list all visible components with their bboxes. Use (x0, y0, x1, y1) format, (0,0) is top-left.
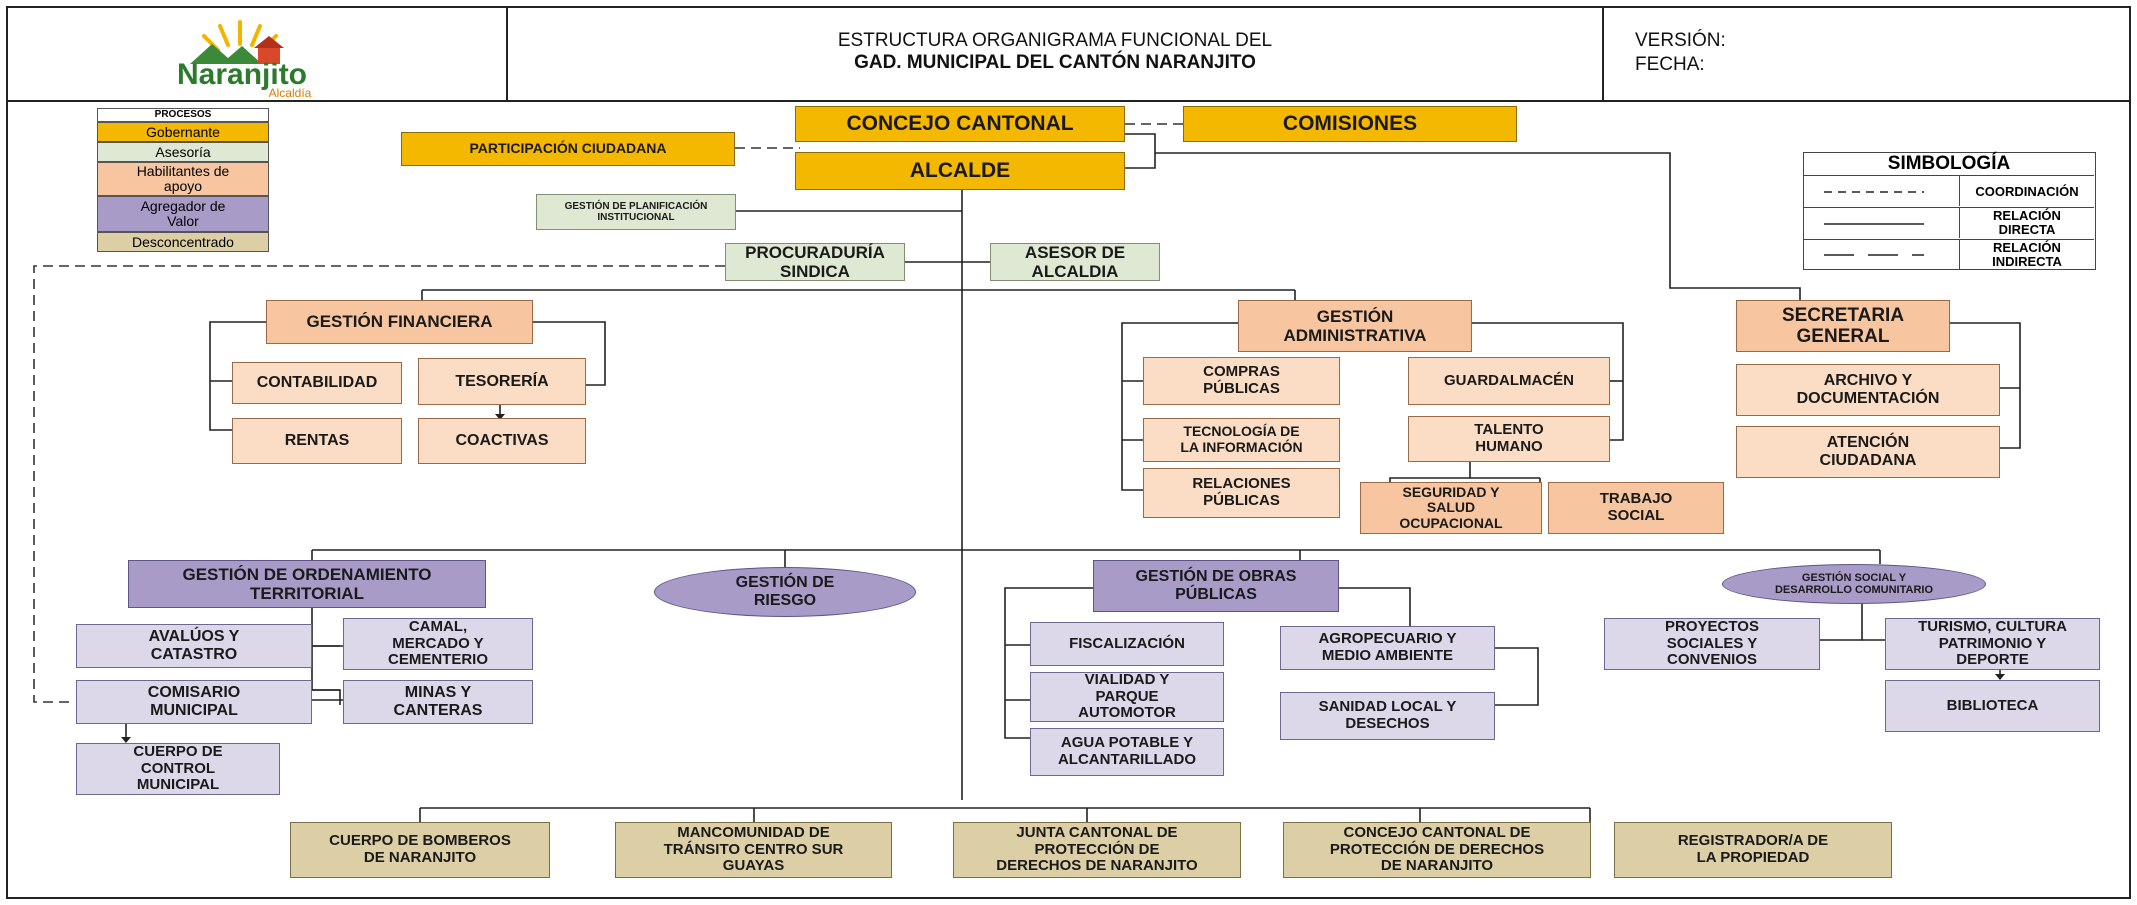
title-line1: ESTRUCTURA ORGANIGRAMA FUNCIONAL DEL (837, 30, 1273, 51)
node-proyectos-sociales-convenios: PROYECTOS SOCIALES Y CONVENIOS (1604, 618, 1820, 670)
version-label: VERSIÓN: (1635, 30, 1726, 51)
legend-gobernante: Gobernante (97, 122, 269, 142)
legend-title: PROCESOS (97, 108, 269, 122)
node-seguridad-salud-ocupacional: SEGURIDAD Y SALUD OCUPACIONAL (1360, 482, 1542, 534)
node-cuerpo-bomberos: CUERPO DE BOMBEROS DE NARANJITO (290, 822, 550, 878)
node-procuraduria-sindica: PROCURADURÍA SINDICA (725, 243, 905, 281)
node-participacion-ciudadana: PARTICIPACIÓN CIUDADANA (401, 132, 735, 166)
symbology-box: SIMBOLOGÍA COORDINACIÓN RELACIÓN DIRECTA… (1803, 152, 2096, 270)
node-vialidad-parque-automotor: VIALIDAD Y PARQUE AUTOMOTOR (1030, 671, 1224, 722)
node-cuerpo-control-municipal: CUERPO DE CONTROL MUNICIPAL (76, 743, 280, 795)
legend-asesoria: Asesoría (97, 142, 269, 162)
title-line2: GAD. MUNICIPAL DEL CANTÓN NARANJITO (854, 52, 1256, 73)
node-archivo-documentacion: ARCHIVO Y DOCUMENTACIÓN (1736, 364, 2000, 416)
document-frame (6, 6, 2131, 899)
logo-sun-icon (190, 20, 284, 64)
node-rentas: RENTAS (232, 418, 402, 464)
symbology-title: SIMBOLOGÍA (1887, 153, 2011, 174)
node-relaciones-publicas: RELACIONES PÚBLICAS (1143, 468, 1340, 518)
node-contabilidad: CONTABILIDAD (232, 362, 402, 404)
node-gestion-riesgo: GESTIÓN DE RIESGO (654, 567, 916, 617)
node-minas-canteras: MINAS Y CANTERAS (343, 680, 533, 724)
node-gestion-social-desarrollo: GESTIÓN SOCIAL Y DESARROLLO COMUNITARIO (1722, 564, 1986, 604)
header-divider-left (506, 6, 508, 101)
logo-text: Naranjito (176, 58, 308, 91)
node-mancomunidad-transito: MANCOMUNIDAD DE TRÁNSITO CENTRO SUR GUAY… (615, 822, 892, 878)
node-tecnologia-informacion: TECNOLOGÍA DE LA INFORMACIÓN (1143, 418, 1340, 462)
node-planificacion-institucional: GESTIÓN DE PLANIFICACIÓN INSTITUCIONAL (536, 194, 736, 230)
node-agua-potable-alcantarillado: AGUA POTABLE Y ALCANTARILLADO (1030, 728, 1224, 776)
symbology-row-indirect: RELACIÓN INDIRECTA (1804, 239, 2094, 270)
node-agropecuario-medio-ambiente: AGROPECUARIO Y MEDIO AMBIENTE (1280, 626, 1495, 670)
node-guardalmacen: GUARDALMACÉN (1408, 357, 1610, 405)
legend-agregador: Agregador de Valor (97, 196, 269, 232)
node-registrador-propiedad: REGISTRADOR/A DE LA PROPIEDAD (1614, 822, 1892, 878)
node-gestion-obras-publicas: GESTIÓN DE OBRAS PÚBLICAS (1093, 560, 1339, 612)
node-comisario-municipal: COMISARIO MUNICIPAL (76, 680, 312, 724)
node-avaluos-catastro: AVALÚOS Y CATASTRO (76, 624, 312, 668)
legend-desconcentrado: Desconcentrado (97, 232, 269, 252)
node-gestion-administrativa: GESTIÓN ADMINISTRATIVA (1238, 300, 1472, 352)
legend-habilitantes: Habilitantes de apoyo (97, 162, 269, 196)
logo: Naranjito Alcaldía (150, 14, 330, 100)
node-turismo-cultura-patrimonio: TURISMO, CULTURA PATRIMONIO Y DEPORTE (1885, 618, 2100, 670)
logo-subtext: Alcaldía (268, 86, 312, 100)
node-concejo-cantonal-proteccion: CONCEJO CANTONAL DE PROTECCIÓN DE DERECH… (1283, 822, 1591, 878)
node-sanidad-local-desechos: SANIDAD LOCAL Y DESECHOS (1280, 692, 1495, 740)
symbology-row-direct: RELACIÓN DIRECTA (1804, 207, 2094, 239)
node-gestion-financiera: GESTIÓN FINANCIERA (266, 300, 533, 344)
symbology-row-coordination: COORDINACIÓN (1804, 175, 2094, 207)
node-comisiones: COMISIONES (1183, 106, 1517, 142)
node-fiscalizacion: FISCALIZACIÓN (1030, 622, 1224, 666)
header-divider-right (1602, 6, 1604, 101)
node-camal-mercado-cementerio: CAMAL, MERCADO Y CEMENTERIO (343, 618, 533, 670)
node-atencion-ciudadana: ATENCIÓN CIUDADANA (1736, 426, 2000, 478)
node-alcalde: ALCALDE (795, 152, 1125, 190)
node-concejo-cantonal: CONCEJO CANTONAL (795, 106, 1125, 142)
node-secretaria-general: SECRETARIA GENERAL (1736, 300, 1950, 352)
node-junta-cantonal-proteccion: JUNTA CANTONAL DE PROTECCIÓN DE DERECHOS… (953, 822, 1241, 878)
node-ordenamiento-territorial: GESTIÓN DE ORDENAMIENTO TERRITORIAL (128, 560, 486, 608)
node-tesoreria: TESORERÍA (418, 358, 586, 405)
node-coactivas: COACTIVAS (418, 418, 586, 464)
node-asesor-alcaldia: ASESOR DE ALCALDIA (990, 243, 1160, 281)
fecha-label: FECHA: (1635, 54, 1705, 75)
node-trabajo-social: TRABAJO SOCIAL (1548, 482, 1724, 534)
node-talento-humano: TALENTO HUMANO (1408, 416, 1610, 462)
node-biblioteca: BIBLIOTECA (1885, 680, 2100, 732)
header-divider (6, 100, 2131, 102)
node-compras-publicas: COMPRAS PÚBLICAS (1143, 357, 1340, 405)
